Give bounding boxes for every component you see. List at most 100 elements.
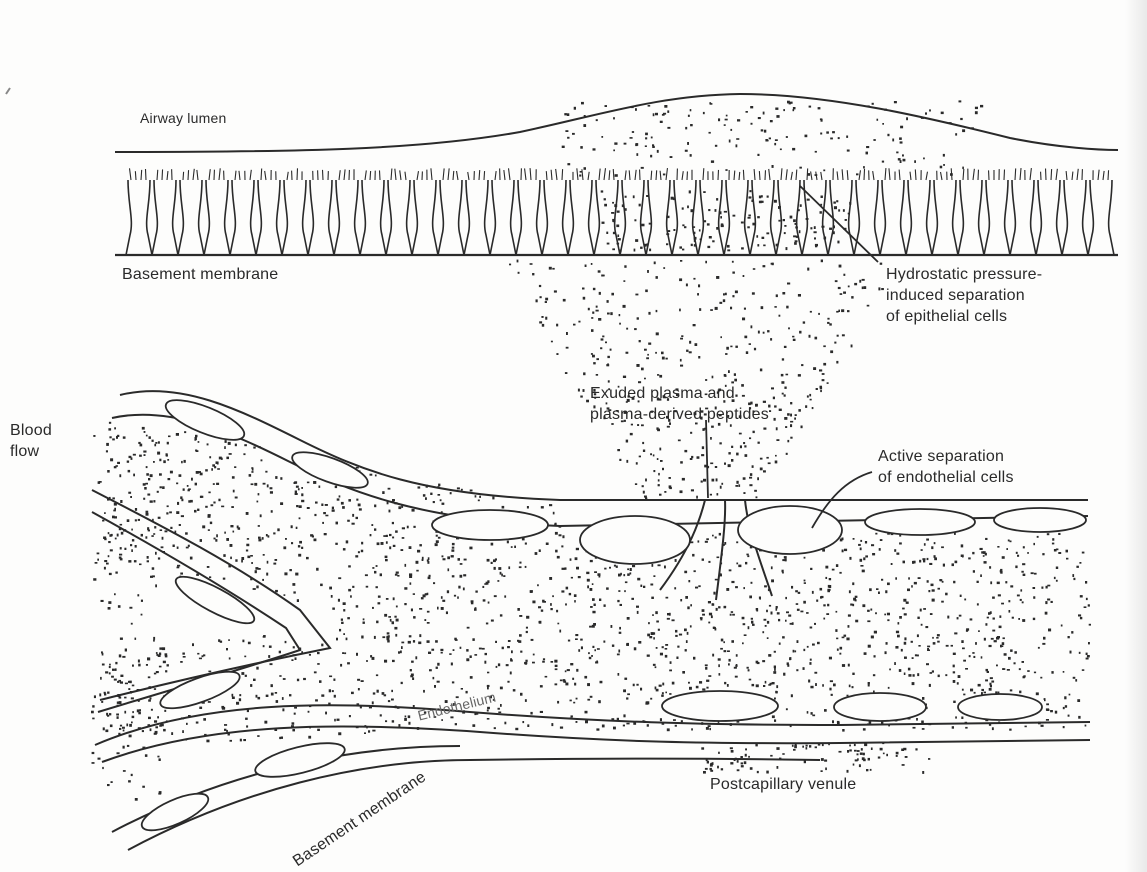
stipple-dot <box>997 636 1000 638</box>
stipple-dot <box>343 602 346 605</box>
stipple-dot <box>147 556 149 559</box>
stipple-dot <box>258 493 260 495</box>
stipple-dot <box>180 496 182 499</box>
stipple-dot <box>498 708 500 710</box>
stipple-dot <box>829 578 831 580</box>
stipple-dot <box>527 506 529 509</box>
stipple-dot <box>314 539 317 542</box>
stipple-dot <box>380 573 382 576</box>
stipple-dot <box>852 686 854 688</box>
stipple-dot <box>389 534 392 536</box>
stipple-dot <box>419 544 422 546</box>
stipple-dot <box>146 473 149 476</box>
stipple-dot <box>232 697 235 700</box>
stipple-dot <box>702 614 705 616</box>
stipple-dot <box>132 665 134 667</box>
stipple-dot <box>532 662 535 664</box>
stipple-dot <box>686 284 688 287</box>
stipple-dot <box>294 707 297 709</box>
stipple-dot <box>255 567 258 570</box>
endothelial-cell <box>958 694 1042 720</box>
stipple-dot <box>188 488 191 490</box>
stipple-dot <box>968 557 971 559</box>
label-line: Hydrostatic pressure- <box>886 264 1042 285</box>
stipple-dot <box>183 656 186 658</box>
stipple-dot <box>748 217 751 219</box>
stipple-dot <box>284 572 287 575</box>
stipple-dot <box>104 512 106 514</box>
stipple-dot <box>158 557 160 559</box>
stipple-dot <box>743 442 745 444</box>
stipple-dot <box>573 324 576 326</box>
stipple-dot <box>639 204 641 207</box>
stipple-dot <box>820 133 822 135</box>
stipple-dot <box>648 105 651 107</box>
stipple-dot <box>1023 546 1025 548</box>
stipple-dot <box>921 624 923 626</box>
stipple-dot <box>842 334 845 336</box>
stipple-dot <box>374 571 376 574</box>
stipple-dot <box>884 614 886 616</box>
left-margin-mark <box>6 88 10 94</box>
stipple-dot <box>292 729 295 731</box>
stipple-dot <box>131 774 133 776</box>
stipple-dot <box>498 663 500 666</box>
stipple-dot <box>541 316 543 318</box>
stipple-dot <box>745 562 747 565</box>
stipple-dot <box>115 572 117 574</box>
stipple-dot <box>130 544 132 546</box>
lower-outer-tail <box>128 759 820 851</box>
stipple-dot <box>108 541 111 543</box>
stipple-dot <box>415 656 417 659</box>
stipple-dot <box>128 681 130 683</box>
stipple-dot <box>541 506 544 508</box>
stipple-dot <box>798 409 801 412</box>
stipple-dot <box>715 145 717 147</box>
stipple-dot <box>228 442 231 445</box>
stipple-dot <box>962 689 964 691</box>
stipple-dot <box>580 396 583 398</box>
stipple-dot <box>161 546 164 548</box>
stipple-dot <box>900 141 903 143</box>
stipple-dot <box>209 576 211 578</box>
stipple-dot <box>460 563 463 565</box>
stipple-dot <box>1012 617 1014 619</box>
stipple-dot <box>749 596 752 599</box>
stipple-dot <box>774 405 777 407</box>
stipple-dot <box>985 538 987 540</box>
stipple-dot <box>690 604 692 606</box>
stipple-dot <box>786 306 788 309</box>
stipple-dot <box>834 342 836 344</box>
stipple-dot <box>314 671 317 673</box>
stipple-dot <box>730 129 732 131</box>
stipple-dot <box>631 598 634 600</box>
stipple-dot <box>658 484 660 486</box>
stipple-dot <box>176 433 179 436</box>
stipple-dot <box>741 247 744 249</box>
stipple-dot <box>727 650 730 652</box>
stipple-dot <box>929 109 931 111</box>
stipple-dot <box>782 358 784 360</box>
stipple-dot <box>1086 598 1088 600</box>
stipple-dot <box>776 427 778 430</box>
stipple-dot <box>780 149 782 151</box>
stipple-dot <box>749 343 751 345</box>
epithelial-cell <box>438 180 464 255</box>
stipple-dot <box>836 311 838 313</box>
stipple-dot <box>508 566 510 569</box>
stipple-dot <box>466 649 468 652</box>
stipple-dot <box>837 241 839 244</box>
stipple-dot <box>357 679 360 681</box>
stipple-dot <box>220 641 222 643</box>
stipple-dot <box>538 606 541 608</box>
stipple-dot <box>774 418 776 421</box>
stipple-dot <box>209 456 211 458</box>
stipple-dot <box>612 645 614 647</box>
stipple-dot <box>251 562 253 564</box>
stipple-dot <box>702 559 704 561</box>
stipple-dot <box>815 337 818 340</box>
epithelial-cell <box>256 180 282 255</box>
stipple-dot <box>1022 601 1024 603</box>
stipple-dot <box>460 575 463 578</box>
stipple-dot <box>774 666 776 669</box>
